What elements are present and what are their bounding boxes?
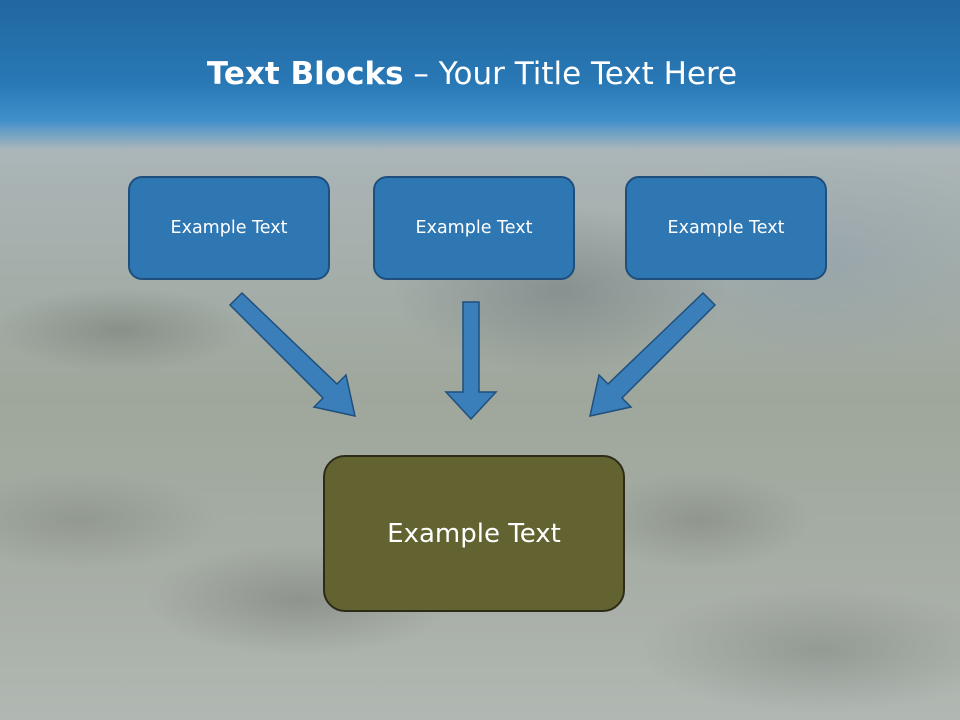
- text-block-bottom: Example Text: [323, 455, 625, 612]
- text-block-right-label: Example Text: [667, 218, 785, 238]
- title-rest: Your Title Text Here: [438, 56, 738, 92]
- text-block-left-label: Example Text: [170, 218, 288, 238]
- title-bold-part: Text Blocks: [206, 56, 404, 92]
- arrow-left-to-bottom: [228, 291, 356, 417]
- text-block-left: Example Text: [128, 176, 330, 280]
- arrow-center-to-bottom: [444, 301, 498, 421]
- slide-title: Text Blocks – Your Title Text Here: [0, 52, 944, 96]
- title-bar: [0, 0, 960, 150]
- title-separator: –: [413, 56, 429, 92]
- arrow-right-to-bottom: [589, 291, 717, 417]
- text-block-right: Example Text: [625, 176, 827, 280]
- text-block-center-label: Example Text: [415, 218, 533, 238]
- text-block-bottom-label: Example Text: [387, 518, 561, 549]
- text-block-center: Example Text: [373, 176, 575, 280]
